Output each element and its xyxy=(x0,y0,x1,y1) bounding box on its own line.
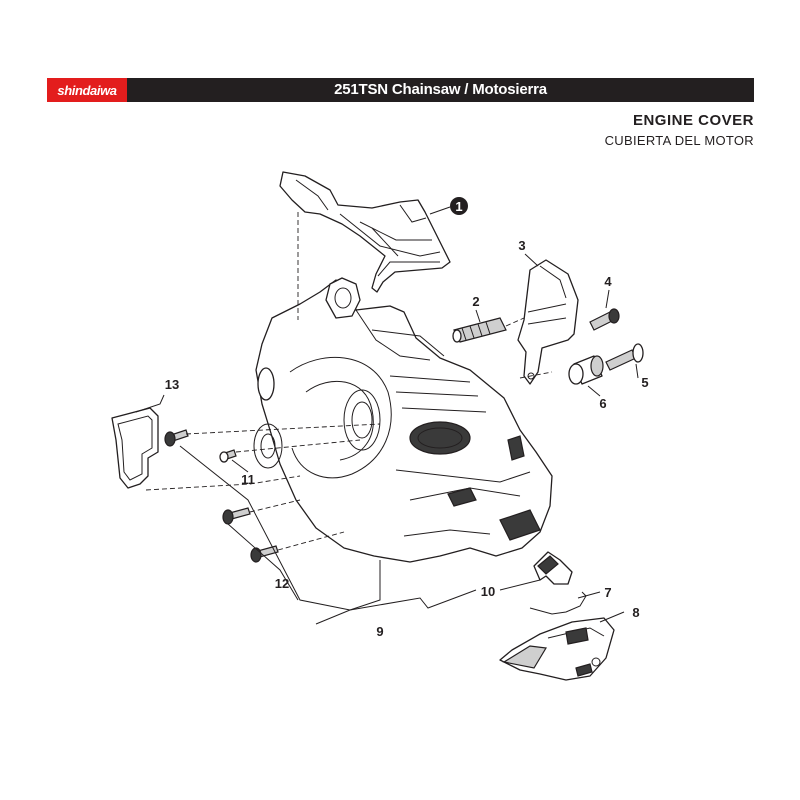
part-engine-cover-shroud xyxy=(279,171,451,293)
brand-badge: shindaiwa xyxy=(47,78,127,102)
callout-6: 6 xyxy=(599,396,606,411)
part-screw-5 xyxy=(605,343,644,371)
svg-text:1: 1 xyxy=(455,199,462,214)
callout-5: 5 xyxy=(641,375,648,390)
part-stud xyxy=(452,317,507,343)
part-clip-bracket xyxy=(533,551,573,585)
part-guard-cover xyxy=(499,617,615,681)
callout-12: 12 xyxy=(275,576,289,591)
callout-9: 9 xyxy=(376,624,383,639)
callout-8: 8 xyxy=(632,605,639,620)
assembly-lines xyxy=(145,212,553,551)
section-title: ENGINE COVER xyxy=(632,112,754,129)
brand-logo: shindaiwa xyxy=(57,82,117,98)
callout-2: 2 xyxy=(472,294,479,309)
callout-11: 11 xyxy=(241,472,255,487)
callout-13: 13 xyxy=(165,377,179,392)
part-bracket-plate xyxy=(517,259,579,385)
document-title: 251TSN Chainsaw / Motosierra xyxy=(334,81,547,98)
part-screw-12a xyxy=(222,507,251,525)
callout-7: 7 xyxy=(604,585,611,600)
part-screw-4 xyxy=(589,308,620,331)
header-bar: shindaiwa 251TSN Chainsaw / Motosierra xyxy=(47,78,754,102)
callout-4: 4 xyxy=(604,274,612,289)
part-spacer xyxy=(568,355,604,385)
section-subtitle: CUBIERTA DEL MOTOR xyxy=(604,133,754,148)
leader-lines xyxy=(135,206,639,625)
part-wire-spring xyxy=(529,591,587,615)
part-gasket-plate xyxy=(111,407,159,489)
part-crankcase xyxy=(253,277,553,563)
callout-3: 3 xyxy=(518,238,525,253)
part-screw-11b xyxy=(219,449,237,463)
callout-10: 10 xyxy=(481,584,495,599)
part-screw-11a xyxy=(164,429,189,447)
callout-1: 1 xyxy=(450,197,468,215)
